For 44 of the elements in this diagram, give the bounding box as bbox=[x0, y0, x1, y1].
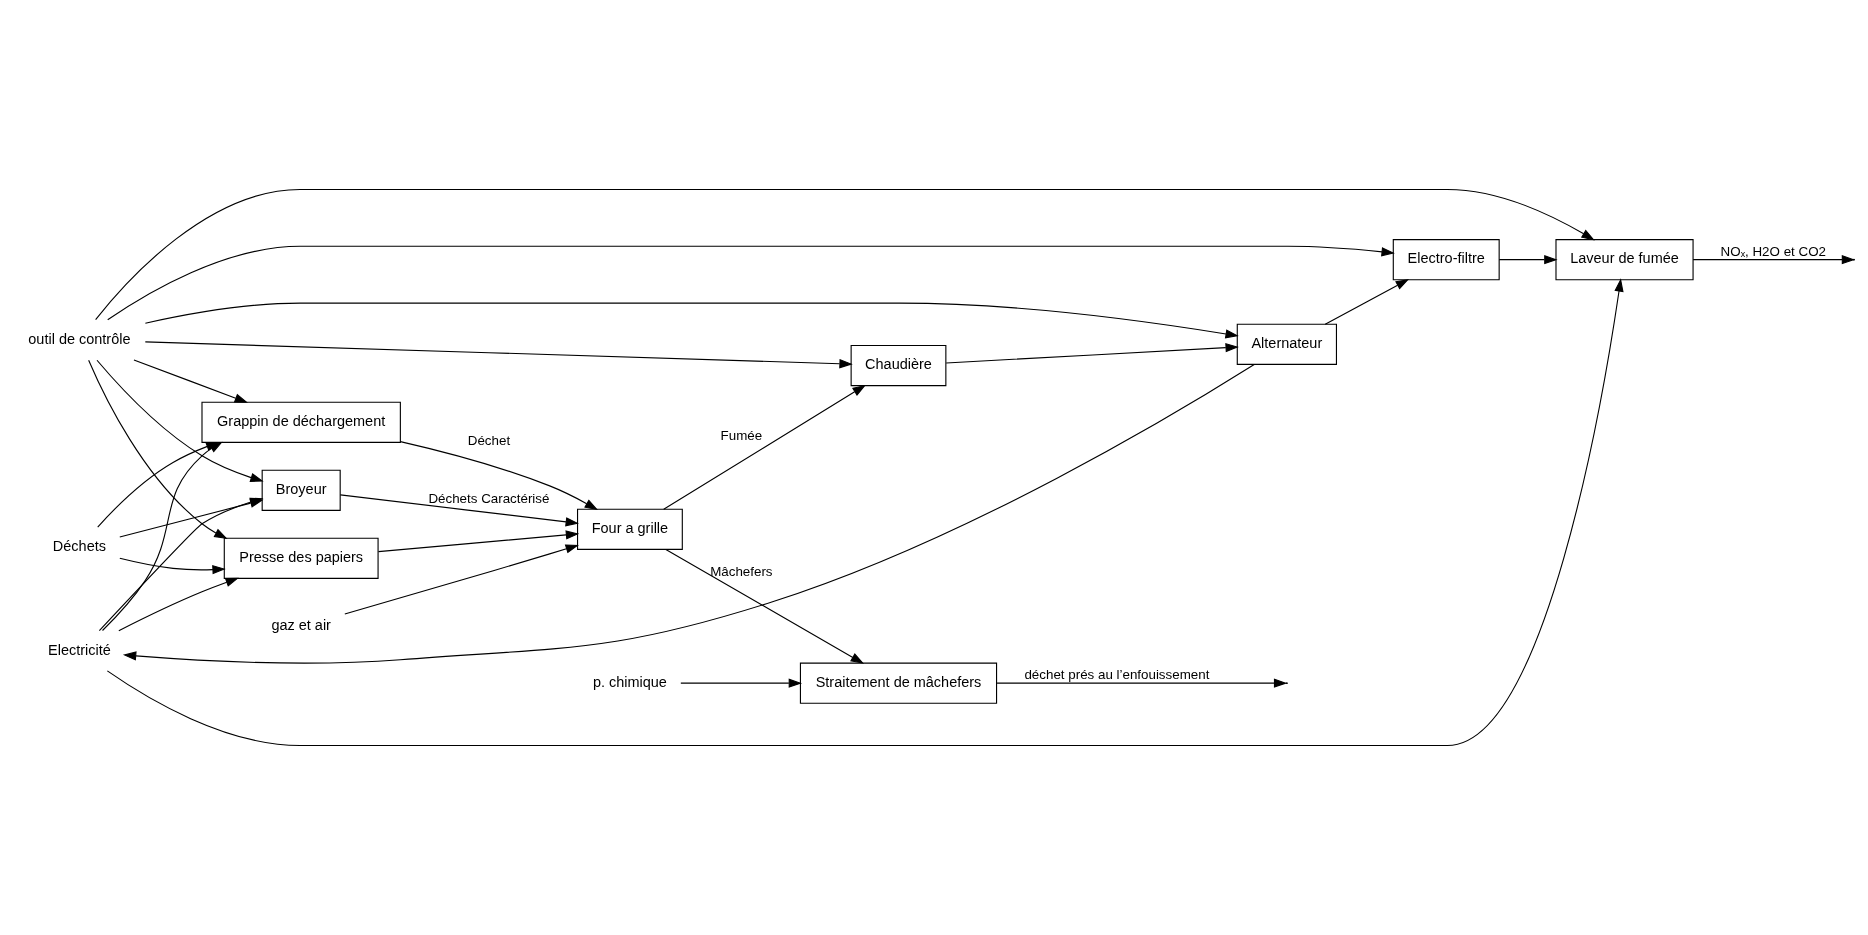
edge-label: Fumée bbox=[720, 427, 763, 443]
arrow bbox=[945, 342, 1239, 364]
node-box: Four a grille bbox=[577, 508, 683, 550]
node-box: Alternateur bbox=[1236, 323, 1337, 365]
arrow bbox=[1324, 279, 1410, 325]
arrow bbox=[96, 359, 264, 482]
node-text: Electricité bbox=[48, 641, 111, 658]
arrow bbox=[88, 359, 228, 539]
arrow bbox=[106, 278, 1624, 747]
node-box: Grappin de déchargement bbox=[201, 401, 401, 443]
arrow bbox=[344, 544, 579, 615]
node-text: gaz et air bbox=[271, 617, 331, 634]
arrow bbox=[339, 494, 579, 527]
node-box: Laveur de fumée bbox=[1555, 239, 1694, 281]
node-box: Broyeur bbox=[261, 469, 341, 511]
arrow bbox=[119, 557, 226, 575]
edge-label: Déchet bbox=[467, 433, 511, 449]
arrow bbox=[399, 441, 599, 511]
arrow bbox=[144, 302, 1239, 339]
arrow bbox=[996, 678, 1288, 688]
arrow bbox=[118, 577, 239, 632]
node-box: Presse des papiers bbox=[223, 537, 379, 579]
arrow bbox=[665, 548, 864, 664]
arrow bbox=[97, 441, 220, 528]
arrow bbox=[144, 341, 853, 369]
arrow bbox=[1692, 254, 1856, 265]
node-box: Electro-filtre bbox=[1392, 239, 1500, 281]
node-text: outil de contrôle bbox=[28, 330, 131, 347]
arrow bbox=[122, 364, 1255, 664]
edge-label: Déchets Caractérisé bbox=[428, 491, 550, 507]
arrow bbox=[133, 359, 248, 403]
arrow bbox=[95, 188, 1595, 321]
edge-label: Mâchefers bbox=[710, 563, 773, 579]
node-box: Chaudière bbox=[850, 344, 947, 387]
arrow bbox=[1498, 254, 1558, 265]
node-text: p. chimique bbox=[592, 673, 667, 690]
arrow bbox=[107, 245, 1395, 321]
edge-label: déchet prés au l’enfouissement bbox=[1024, 667, 1210, 683]
node-text: Déchets bbox=[52, 537, 106, 554]
arrow bbox=[377, 530, 580, 553]
node-box: Straitement de mâchefers bbox=[799, 662, 998, 704]
arrow bbox=[680, 678, 803, 688]
arrow bbox=[663, 384, 866, 510]
edge-label: NOₓ, H2O et CO2 bbox=[1720, 243, 1826, 259]
